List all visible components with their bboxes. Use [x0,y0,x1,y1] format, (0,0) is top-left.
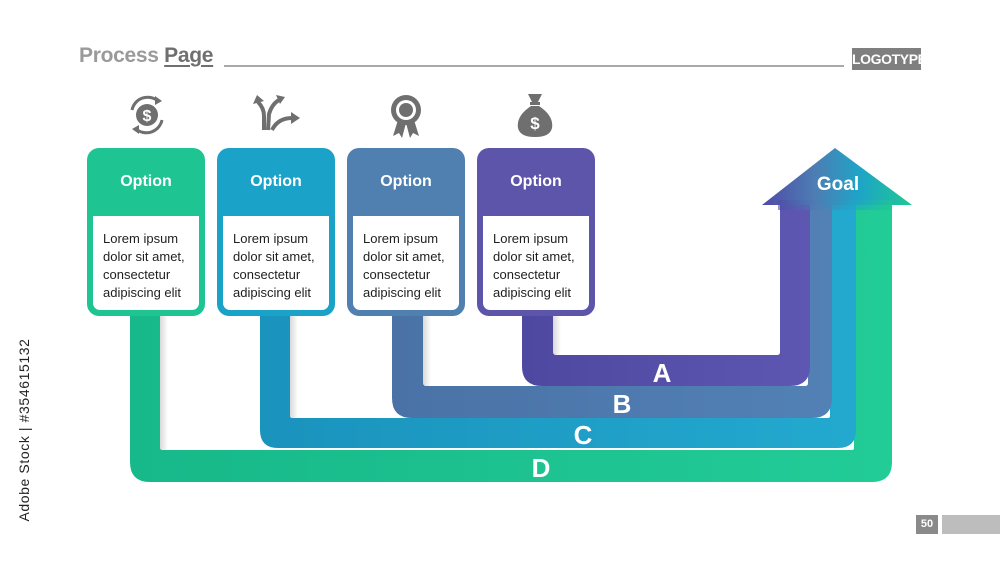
svg-text:$: $ [143,108,152,125]
path-label-b: B [613,389,632,419]
award-badge-icon [381,90,431,140]
card-line: consectetur [363,267,431,282]
option-card-2: Option Lorem ipsum dolor sit amet, conse… [217,148,335,316]
title-strong: Page [164,44,214,67]
option-card-3: Option Lorem ipsum dolor sit amet, conse… [347,148,465,316]
goal-label: Goal [817,174,859,195]
stock-id-text: Adobe Stock | #354615132 [16,338,32,522]
card-line: adipiscing elit [103,285,182,300]
card-line: dolor sit amet, [103,249,185,264]
card-line: Lorem ipsum [493,231,569,246]
option-card-text: Lorem ipsum dolor sit amet, consectetur … [353,216,459,310]
card-line: dolor sit amet, [363,249,445,264]
title-light: Process [79,44,165,67]
card-line: consectetur [493,267,561,282]
path-c [260,205,856,448]
option-card-title: Option [250,173,302,190]
card-line: dolor sit amet, [493,249,575,264]
card-line: Lorem ipsum [363,231,439,246]
path-b [392,205,832,418]
card-line: Lorem ipsum [233,231,309,246]
page-title: Process Page [79,44,213,68]
option-card-1: Option Lorem ipsum dolor sit amet, conse… [87,148,205,316]
card-line: adipiscing elit [233,285,312,300]
stock-id-label: Adobe Stock | #354615132 [14,330,34,530]
option-card-title: Option [120,173,172,190]
money-bag-icon: $ [510,90,560,140]
card-line: dolor sit amet, [233,249,315,264]
card-line: adipiscing elit [493,285,572,300]
card-line: consectetur [233,267,301,282]
option-card-text: Lorem ipsum dolor sit amet, consectetur … [223,216,329,310]
path-a [522,205,810,386]
svg-text:$: $ [530,114,540,133]
option-card-4: Option Lorem ipsum dolor sit amet, conse… [477,148,595,316]
logotype: LOGOTYPE [852,48,927,70]
card-line: Lorem ipsum [103,231,179,246]
option-card-text: Lorem ipsum dolor sit amet, consectetur … [93,216,199,310]
page-number-bar [942,515,1000,534]
option-card-text: Lorem ipsum dolor sit amet, consectetur … [483,216,589,310]
path-label-d: D [532,453,551,483]
goal-arrow-head [762,148,912,205]
path-d [130,205,892,482]
dollar-exchange-icon: $ [122,90,172,140]
split-arrows-icon [252,90,302,140]
header-rule [224,65,844,67]
page-number: 50 [916,515,938,534]
card-line: adipiscing elit [363,285,442,300]
path-label-c: C [574,420,593,450]
path-label-a: A [653,358,672,388]
option-card-title: Option [510,173,562,190]
card-line: consectetur [103,267,171,282]
option-card-title: Option [380,173,432,190]
